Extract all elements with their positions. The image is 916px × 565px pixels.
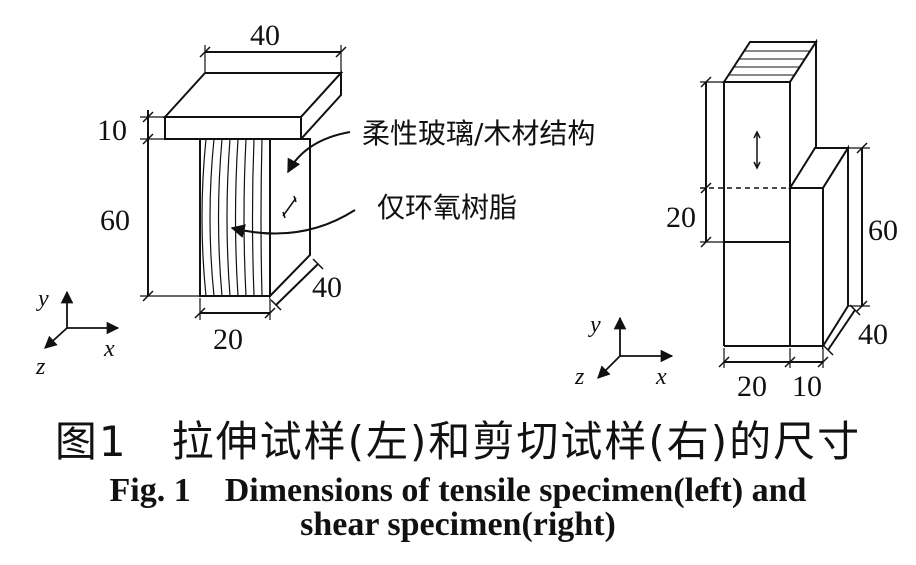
dim-shear-overlap: 20 [666,201,696,234]
shear-lower-front [789,187,824,347]
dim-tensile-depth: 40 [312,271,342,304]
dim-shear-height: 60 [868,214,898,247]
dim-tensile-body-height: 60 [100,204,130,237]
specimen-diagram: 40 10 60 40 20 柔性玻璃/木材结构 仅环氧树脂 20 60 40 … [35,19,898,403]
dim-shear-depth: 40 [858,318,888,351]
callout-arrow-epoxy [230,209,356,238]
axis-x-left: x [103,336,115,362]
dim-shear-width-a: 20 [737,370,767,403]
tensile-cap-front [164,116,302,140]
dim-tensile-cap-height: 10 [97,114,127,147]
tensile-cap-side [300,70,342,142]
axes-left [44,290,120,349]
shear-top-grain [729,50,810,76]
callout-flexible-label: 柔性玻璃/木材结构 [362,117,595,150]
axis-y-left: y [36,286,49,312]
tensile-specimen [140,45,356,320]
dim-shear-width-b: 10 [792,370,822,403]
axis-x-right: x [655,364,667,390]
dim-tensile-width-top: 40 [250,19,280,52]
shear-specimen [700,38,870,368]
callout-arrow-flexible [287,131,351,174]
dim-tensile-body-width: 20 [213,323,243,356]
wood-grain-lines [201,138,263,297]
axis-z-left: z [35,354,46,380]
axis-z-right: z [574,364,585,390]
caption-chinese: 图1 拉伸试样(左)和剪切试样(右)的尺寸 [54,417,862,466]
axes-right [597,316,674,379]
axis-y-right: y [588,312,601,338]
caption-english-line2: shear specimen(right) [300,506,616,543]
caption-english-line1: Fig. 1 Dimensions of tensile specimen(le… [109,472,807,509]
callout-epoxy-label: 仅环氧树脂 [377,191,517,224]
tensile-body-side [269,138,311,299]
